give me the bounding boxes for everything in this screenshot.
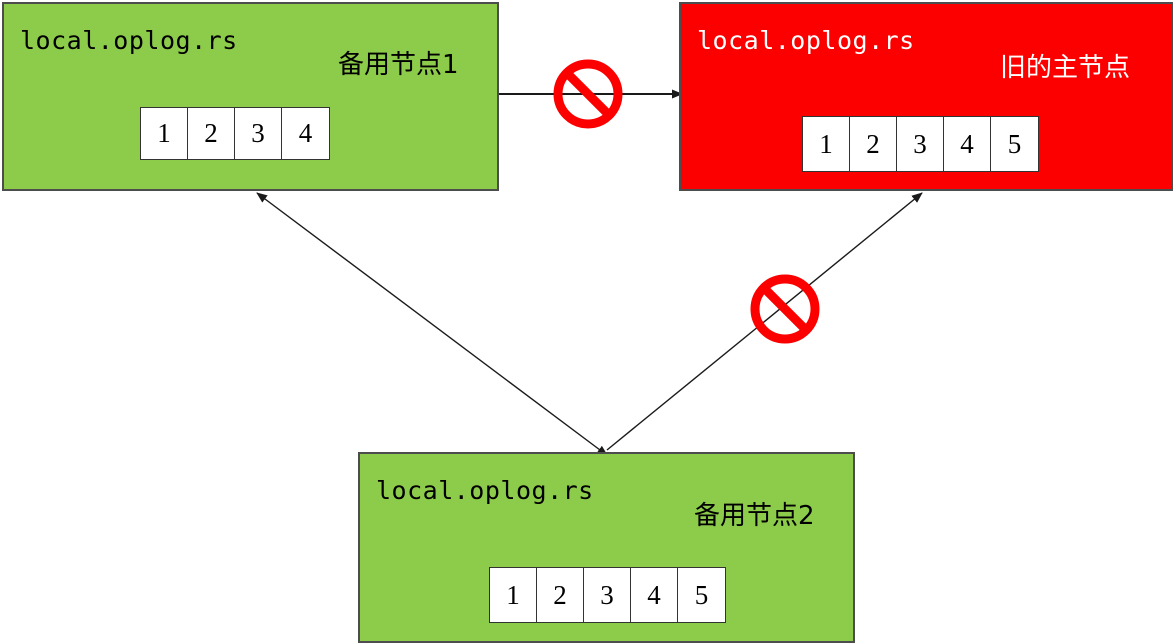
- oplog-cell: 3: [235, 108, 282, 159]
- oplog-cells-secondary1: 1 2 3 4: [140, 107, 330, 160]
- role-label-old-primary: 旧的主节点: [1000, 53, 1131, 83]
- oplog-cells-secondary2: 1 2 3 4 5: [489, 567, 726, 623]
- no-entry-icon: [550, 56, 626, 132]
- oplog-cell: 4: [631, 568, 678, 622]
- edge-secondary2-secondary1: [256, 192, 609, 456]
- oplog-cell: 3: [897, 117, 944, 171]
- oplog-cell: 4: [282, 108, 329, 159]
- no-entry-icon: [747, 271, 823, 347]
- oplog-cell: 2: [537, 568, 584, 622]
- node-secondary1[interactable]: local.oplog.rs 备用节点1 1 2 3 4: [2, 2, 499, 191]
- role-label-secondary1: 备用节点1: [338, 50, 459, 80]
- oplog-cell: 1: [141, 108, 188, 159]
- namespace-label-secondary2: local.oplog.rs: [376, 476, 594, 505]
- oplog-cell: 1: [803, 117, 850, 171]
- oplog-cells-old-primary: 1 2 3 4 5: [802, 116, 1039, 172]
- oplog-cell: 2: [188, 108, 235, 159]
- oplog-cell: 5: [678, 568, 725, 622]
- namespace-label-secondary1: local.oplog.rs: [20, 26, 238, 55]
- oplog-cell: 4: [944, 117, 991, 171]
- oplog-cell: 3: [584, 568, 631, 622]
- oplog-cell: 5: [991, 117, 1038, 171]
- oplog-cell: 1: [490, 568, 537, 622]
- role-label-secondary2: 备用节点2: [694, 501, 815, 531]
- node-old-primary[interactable]: local.oplog.rs 旧的主节点 1 2 3 4 5: [679, 2, 1173, 191]
- oplog-cell: 2: [850, 117, 897, 171]
- namespace-label-old-primary: local.oplog.rs: [697, 26, 915, 55]
- node-secondary2[interactable]: local.oplog.rs 备用节点2 1 2 3 4 5: [358, 452, 855, 643]
